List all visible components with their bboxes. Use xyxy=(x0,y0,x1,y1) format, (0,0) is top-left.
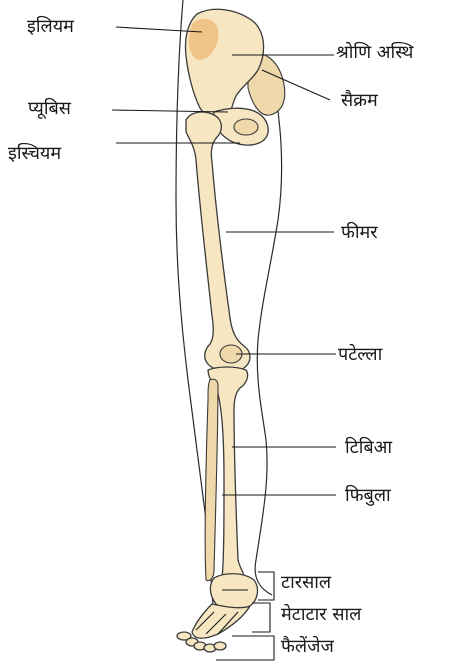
label-ischium: इस्चियम xyxy=(8,145,61,163)
label-sacrum: सैक्रम xyxy=(341,92,378,110)
label-pelvis: श्रोणि अस्थि xyxy=(336,44,413,62)
fibula-bone xyxy=(205,379,218,580)
label-femur: फीमर xyxy=(341,224,378,242)
obturator-foramen xyxy=(234,119,258,135)
label-tibia: टिबिआ xyxy=(345,439,392,457)
leg-outline-right xyxy=(255,65,282,595)
label-pubis: प्यूबिस xyxy=(28,100,71,118)
bracket-metatarsals xyxy=(252,603,270,632)
label-ilium: इलियम xyxy=(27,18,74,36)
label-fibula: फिबुला xyxy=(345,487,391,505)
femur-bone xyxy=(186,112,250,372)
metatarsals-bones xyxy=(192,604,250,638)
label-phalanges: फैलेंजेज xyxy=(281,638,334,656)
label-patella: पटेल्ला xyxy=(338,346,382,364)
label-tarsals: टारसाल xyxy=(281,574,331,592)
label-metatarsals: मेटाटार साल xyxy=(281,606,361,624)
